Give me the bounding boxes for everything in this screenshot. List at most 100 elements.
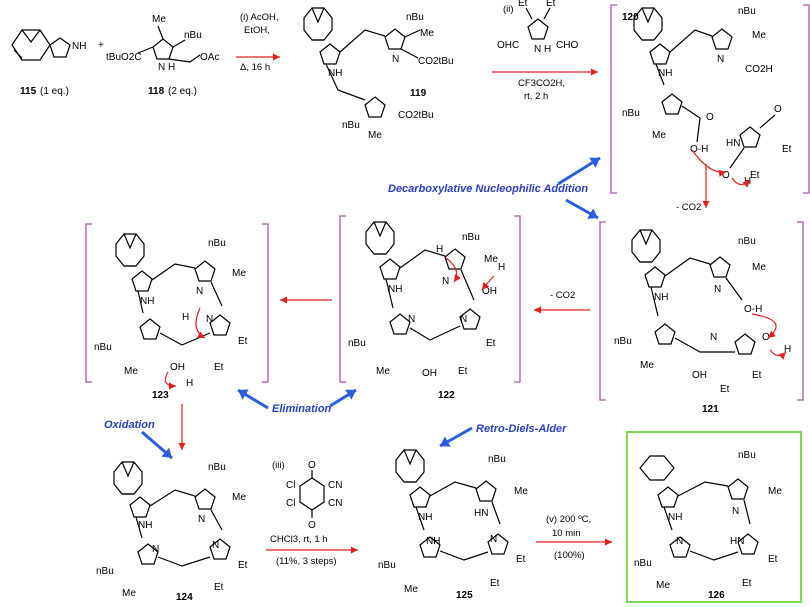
annotation-elimination: Elimination (272, 403, 332, 415)
annotation-decarboxylative: Decarboxylative Nucleophilic Addition (388, 183, 588, 195)
compound-124: nBu Me NH N N N nBu Me Et Et 124 (96, 461, 248, 603)
compound-124-n: N (198, 514, 205, 525)
reagent-pyrrole-dialdehyde: Et Et OHC CHO N H (497, 0, 578, 55)
compound-120-acid: CO2H (745, 64, 773, 75)
compound-125-n: N (490, 534, 497, 545)
compound-121-nbu-top: nBu (738, 236, 756, 247)
bracket-120-right (803, 4, 810, 194)
compound-126-n: N (732, 506, 739, 517)
compound-118: Me nBu tBuO2C OAc N H 118 (2 eq.) (106, 14, 219, 97)
compound-125-nh: NH (418, 512, 432, 523)
reagent-ddq: O O Cl Cl CN CN (286, 460, 342, 531)
compound-120-number: 120 (622, 12, 639, 23)
compound-122-nbu-top: nBu (462, 232, 480, 243)
cond-step-i-2: EtOH, (244, 25, 270, 36)
compound-124-n3: N (212, 540, 219, 551)
oxidation-arrow (141, 430, 173, 460)
dialdehyde-ohc: OHC (497, 40, 519, 51)
dialdehyde-nh: N H (534, 44, 551, 55)
ddq-o1: O (308, 460, 316, 471)
compound-126-nh: NH (668, 512, 682, 523)
compound-122-n2: N (408, 314, 415, 325)
cond-step-v-1: (v) 200 ºC, (546, 514, 591, 525)
compound-122-et2: Et (458, 366, 468, 377)
cond-step-ii-1: CF3CO2H, (518, 78, 565, 89)
compound-125-nbu-top: nBu (488, 454, 506, 465)
compound-121-me-left: Me (640, 360, 654, 371)
compound-124-nbu-top: nBu (208, 462, 226, 473)
compound-118-number: 118 (148, 86, 165, 97)
compound-123-h: H (182, 312, 189, 323)
compound-121-nh: NH (654, 292, 668, 303)
cond-co2-2: - CO2 (550, 290, 575, 301)
compound-122-nbu-left: nBu (348, 338, 366, 349)
compound-119-nh: NH (328, 68, 342, 79)
annotation-arrow-to-120 (557, 156, 601, 186)
compound-118-nh: N H (158, 62, 175, 73)
compound-122-et1: Et (486, 338, 496, 349)
compound-118-oac: OAc (200, 52, 219, 63)
compound-125-number: 125 (456, 590, 473, 601)
elimination-arrow-to-123 (237, 388, 269, 410)
compound-122-n: N (442, 276, 449, 287)
compound-122-h-plus: H (498, 262, 505, 273)
compound-115-nh: NH (72, 41, 86, 52)
compound-122-n3: N (460, 314, 467, 325)
compound-120-nh: NH (658, 68, 672, 79)
compound-123-nbu-top: nBu (208, 238, 226, 249)
compound-120-et1: Et (782, 144, 792, 155)
ddq-cl1: Cl (286, 480, 295, 491)
compound-125-hn: HN (474, 508, 488, 519)
annotation-oxidation: Oxidation (104, 419, 155, 431)
bracket-123-right (262, 223, 269, 383)
compound-126-et1: Et (768, 554, 778, 565)
benzo-ring (639, 455, 675, 481)
compound-119-nbu-top: nBu (406, 12, 424, 23)
compound-121-number: 121 (702, 404, 719, 415)
compound-123-n: N (196, 286, 203, 297)
compound-121-o: O (762, 332, 770, 343)
compound-120-n: N (717, 54, 724, 65)
ddq-cn2: CN (328, 498, 342, 509)
compound-123-et1: Et (238, 336, 248, 347)
compound-124-nh: NH (138, 520, 152, 531)
compound-122-number: 122 (438, 390, 455, 401)
compound-115-eq: (1 eq.) (40, 86, 69, 97)
compound-125: nBu Me NH HN NH N nBu Me Et Et 125 (378, 449, 528, 601)
plus-sign: + (98, 40, 104, 51)
compound-121-oh-bottom: OH (692, 370, 707, 381)
retro-da-arrow (439, 426, 473, 448)
compound-122-me-left: Me (376, 366, 390, 377)
compound-123-h-plus: H (186, 378, 193, 389)
compound-126-n2: N (676, 536, 683, 547)
compound-124-et2: Et (214, 582, 224, 593)
cond-step-ii: (ii) (503, 4, 514, 15)
compound-121-me: Me (752, 262, 766, 273)
compound-124-nbu-left: nBu (96, 566, 114, 577)
cond-step-iii-1: CHCl3, rt, 1 h (270, 534, 328, 545)
compound-120-aldehyde-o: O (774, 104, 782, 115)
compound-125-nh2: NH (426, 536, 440, 547)
compound-124-et1: Et (238, 560, 248, 571)
compound-126-number: 126 (708, 590, 725, 601)
compound-120-et2: Et (750, 170, 760, 181)
cond-step-i-3: Δ, 16 h (240, 62, 270, 73)
compound-123-nbu-left: nBu (94, 342, 112, 353)
compound-120-oh: O-H (690, 144, 708, 155)
bracket-121-left (599, 221, 606, 401)
bracket-123-left (85, 223, 92, 383)
compound-121-hn: N (710, 332, 717, 343)
bracket-122-right (514, 215, 521, 383)
compound-119-ester-bottom: CO2tBu (398, 110, 434, 121)
dialdehyde-et2: Et (546, 0, 556, 9)
compound-120-o2: O (722, 170, 730, 181)
compound-119-me-bottom: Me (368, 130, 382, 141)
compound-120-o: O (706, 112, 714, 123)
compound-126: nBu Me NH N N HN nBu Me Et Et 126 (626, 431, 802, 603)
compound-118-nbu: nBu (184, 30, 202, 41)
compound-123-hn: N (206, 314, 213, 325)
compound-122-oh: OH (482, 286, 497, 297)
compound-119-ester-top: CO2tBu (418, 56, 454, 67)
compound-118-me: Me (152, 14, 166, 25)
